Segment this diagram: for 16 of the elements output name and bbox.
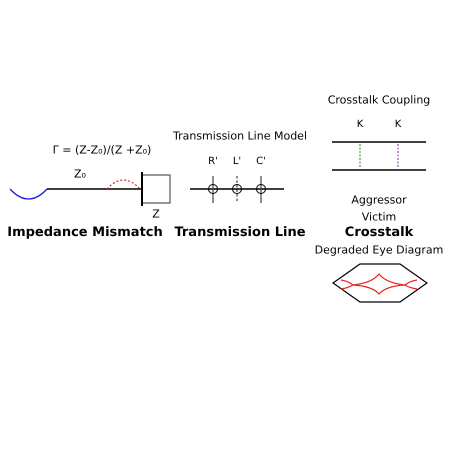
trace-label: Aggressor	[351, 193, 407, 207]
coupling-label: K	[356, 119, 364, 131]
load-impedance-label: Z	[152, 207, 160, 221]
section-title: Crosstalk	[344, 225, 414, 241]
panel-subtitle: Transmission Line Model	[173, 129, 307, 143]
coupling-label: K	[394, 119, 402, 131]
panel-subtitle: Degraded Eye Diagram	[314, 243, 444, 257]
section-title: Impedance Mismatch	[7, 225, 163, 241]
component-label: L'	[232, 156, 242, 168]
section-title: Transmission Line	[174, 225, 306, 241]
panel-subtitle: Crosstalk Coupling	[328, 93, 430, 107]
component-label: C'	[256, 156, 266, 168]
line-impedance-label: Z₀	[74, 167, 86, 181]
trace-label: Victim	[362, 210, 396, 224]
component-label: R'	[208, 156, 218, 168]
reflection-formula: Γ = (Z-Z₀)/(Z +Z₀)	[52, 143, 152, 157]
